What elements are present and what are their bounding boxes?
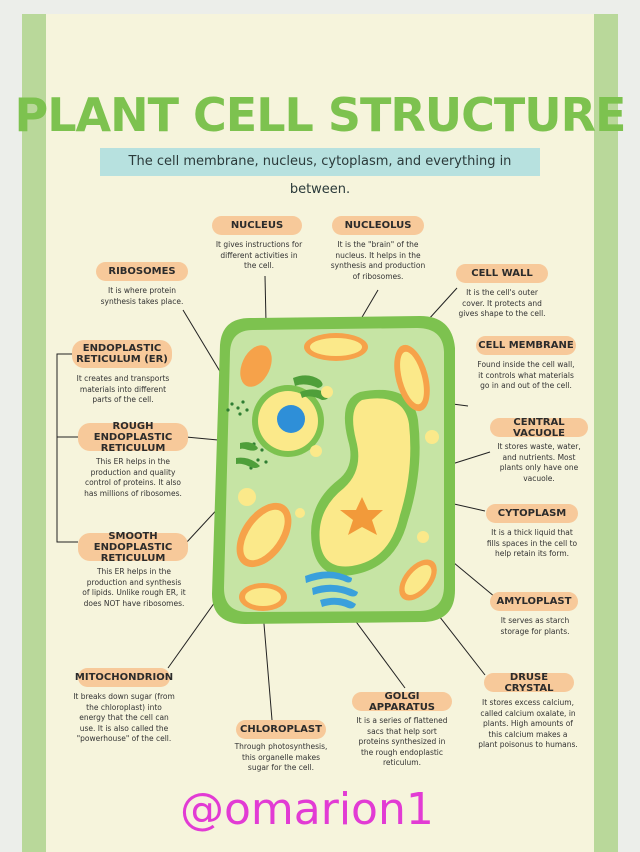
desc-ribosomes: It is where protein synthesis takes plac…	[100, 286, 184, 306]
left-margin	[0, 0, 22, 852]
label-nucleolus: NUCLEOLUS	[332, 216, 424, 235]
label-amyloplast: AMYLOPLAST	[490, 592, 578, 611]
label-nucleus: NUCLEUS	[212, 216, 302, 235]
label-druse-crystal: DRUSE CRYSTAL	[484, 672, 574, 694]
desc-cell-wall: It is the cell's outer cover. It protect…	[458, 288, 546, 318]
desc-chloroplast: Through photosynthesis, this organelle m…	[234, 742, 328, 772]
vesicles	[238, 386, 439, 543]
desc-rough-er: This ER helps in the production and qual…	[84, 457, 182, 498]
label-central-vacuole: CENTRAL VACUOLE	[490, 417, 588, 439]
desc-cytoplasm: It is a thick liquid that fills spaces i…	[486, 528, 578, 558]
top-margin	[0, 0, 640, 14]
desc-nucleus: It gives instructions for different acti…	[215, 240, 303, 270]
desc-smooth-er: This ER helps in the production and synt…	[82, 567, 186, 608]
label-cell-membrane: CELL MEMBRANE	[476, 336, 576, 355]
desc-cell-membrane: Found inside the cell wall, it controls …	[477, 360, 575, 390]
label-cytoplasm: CYTOPLASM	[486, 504, 578, 523]
druse-crystal	[340, 497, 383, 535]
desc-endoplastic-reticulum: It creates and transports materials into…	[76, 374, 170, 404]
nucleolus	[277, 405, 305, 433]
watermark: @omarion1	[180, 784, 434, 835]
label-smooth-er: SMOOTH ENDOPLASTIC RETICULUM	[78, 531, 188, 564]
ribosome-dots	[226, 400, 268, 470]
label-cell-wall: CELL WALL	[456, 264, 548, 283]
desc-mitochondrion: It breaks down sugar (from the chloropla…	[73, 692, 175, 743]
page-title: PLANT CELL STRUCTURE	[14, 88, 627, 142]
desc-amyloplast: It serves as starch storage for plants.	[500, 616, 570, 636]
mitochondrion-left	[240, 345, 272, 387]
central-vacuole	[319, 398, 411, 567]
label-mitochondrion: MITOCHONDRION	[75, 668, 173, 687]
subtitle-banner: The cell membrane, nucleus, cytoplasm, a…	[100, 148, 540, 197]
golgi-apparatus	[305, 571, 358, 609]
label-rough-er: ROUGH ENDOPLASTIC RETICULUM	[78, 421, 188, 454]
right-margin	[618, 0, 640, 852]
label-chloroplast: CHLOROPLAST	[236, 720, 326, 739]
label-ribosomes: RIBOSOMES	[96, 262, 188, 281]
label-endoplastic-reticulum: ENDOPLASTIC RETICULUM (ER)	[72, 340, 172, 368]
desc-central-vacuole: It stores waste, water, and nutrients. M…	[497, 442, 581, 483]
desc-druse-crystal: It stores excess calcium, called calcium…	[478, 698, 578, 749]
desc-nucleolus: It is the "brain" of the nucleus. It hel…	[330, 240, 426, 281]
desc-golgi-apparatus: It is a series of flattened sacs that he…	[356, 716, 448, 767]
label-golgi-apparatus: GOLGI APPARATUS	[352, 691, 452, 713]
endoplasmic-reticulum-shapes	[236, 375, 329, 468]
